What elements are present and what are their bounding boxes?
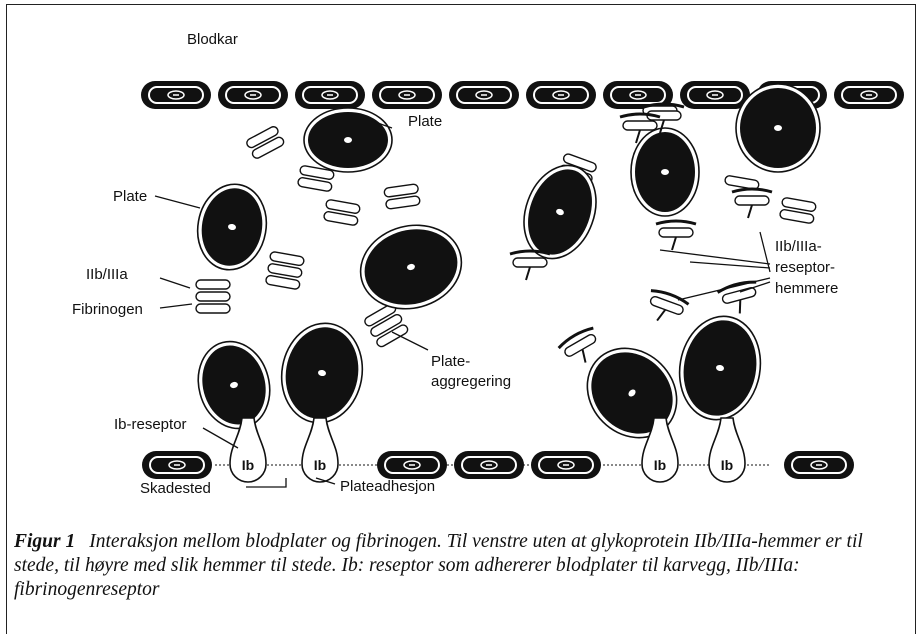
endothelial-cell xyxy=(141,81,211,109)
endothelial-cell xyxy=(531,451,601,479)
ib-label: Ib xyxy=(721,457,733,473)
label-inhibitor-2: reseptor- xyxy=(775,259,835,276)
fibrinogen-bridge xyxy=(384,184,421,210)
endothelial-cell xyxy=(142,451,212,479)
platelet xyxy=(274,317,370,429)
label-fibrinogen: Fibrinogen xyxy=(72,301,143,318)
fibrinogen-bridge xyxy=(265,251,304,289)
label-adhesion: Plateadhesjon xyxy=(340,478,435,495)
fibrinogen-bridges xyxy=(196,106,816,348)
label-injury-site: Skadested xyxy=(140,480,211,497)
blocked-receptor xyxy=(642,288,690,329)
platelet xyxy=(191,179,273,276)
endothelial-cell xyxy=(218,81,288,109)
endothelial-cell xyxy=(377,451,447,479)
fibrinogen-bridge xyxy=(196,280,230,313)
ib-label: Ib xyxy=(314,457,326,473)
label-platelet-top: Plate xyxy=(408,113,442,130)
platelet xyxy=(631,128,699,216)
endothelial-cell xyxy=(680,81,750,109)
caption-figure-label: Figur 1 xyxy=(14,531,75,552)
endothelial-cell xyxy=(372,81,442,109)
label-vessel: Blodkar xyxy=(187,31,238,48)
label-platelet-left: Plate xyxy=(113,188,147,205)
label-inhibitor-1: IIb/IIIa- xyxy=(775,238,822,255)
endothelial-cell xyxy=(834,81,904,109)
fibrinogen-bridge xyxy=(779,197,816,224)
endothelial-cell xyxy=(449,81,519,109)
label-aggregation-2: aggregering xyxy=(431,373,511,390)
platelet xyxy=(189,333,279,436)
label-iib-iiia: IIb/IIIa xyxy=(86,266,128,283)
endothelial-cell xyxy=(526,81,596,109)
blocked-receptor xyxy=(656,221,696,250)
platelet xyxy=(569,330,695,456)
fibrinogen-bridge xyxy=(323,199,360,226)
ib-receptor: Ib xyxy=(302,418,338,482)
label-ib-receptor: Ib-reseptor xyxy=(114,416,187,433)
endothelial-cell xyxy=(454,451,524,479)
platelet-diagram: Ib Ib Ib Ib Blodkar Plate Plate IIb/IIIa Fi… xyxy=(0,0,923,525)
ib-label: Ib xyxy=(242,457,254,473)
platelet xyxy=(351,214,471,320)
blocked-receptor xyxy=(732,189,772,218)
endothelial-cell xyxy=(784,451,854,479)
platelet xyxy=(304,108,392,172)
platelet xyxy=(672,310,769,426)
ib-receptor: Ib xyxy=(709,418,745,482)
endothelial-cell xyxy=(295,81,365,109)
platelet xyxy=(736,84,820,172)
label-inhibitor-3: hemmere xyxy=(775,280,838,297)
caption-text: Interaksjon mellom blodplater og fibrino… xyxy=(14,531,863,600)
fibrinogen-bridge xyxy=(245,125,285,160)
ib-label: Ib xyxy=(654,457,666,473)
label-aggregation-1: Plate- xyxy=(431,353,470,370)
